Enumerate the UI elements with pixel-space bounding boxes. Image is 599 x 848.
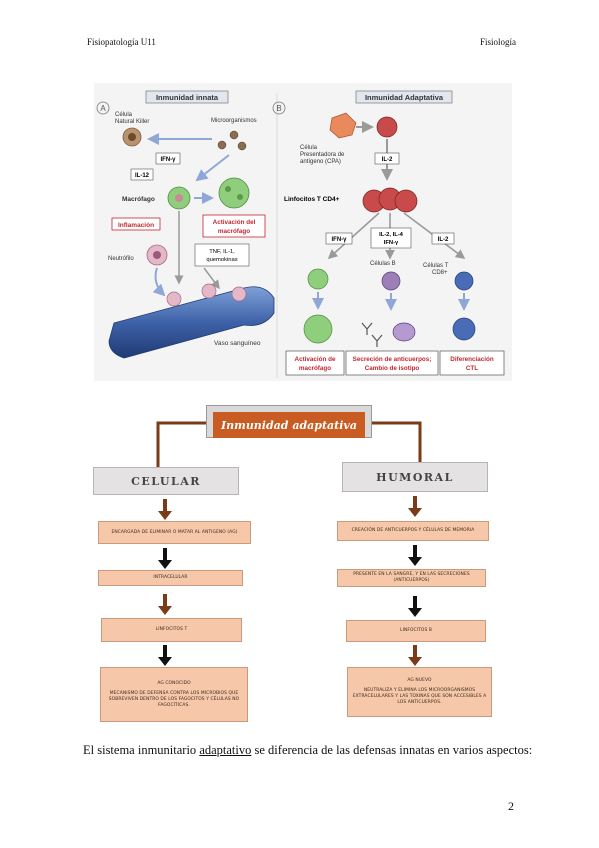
out2-label-2: Cambio de isotipo xyxy=(365,365,420,372)
humoral-label: HUMORAL xyxy=(342,462,488,492)
flowchart-connectors xyxy=(156,421,422,666)
out1-label-1: Activación de xyxy=(295,356,336,363)
cd8-cell-icon xyxy=(454,271,474,291)
flowchart-title: Inmunidad adaptativa xyxy=(213,412,365,438)
cd4-cells-icon xyxy=(362,187,418,213)
sentence-before: El sistema inmunitario xyxy=(83,743,200,757)
panel-b: B Inmunidad Adaptativa Célula Presentado… xyxy=(272,90,505,376)
out1-label-2: macrófago xyxy=(299,365,331,372)
header-right: Fisiología xyxy=(479,37,516,47)
panel-a: A Inmunidad innata Célula Natural Killer… xyxy=(96,90,275,359)
cytokines-label-1: TNF, IL-1, xyxy=(209,249,235,255)
apc-label-3: antígeno (CPA) xyxy=(300,159,341,165)
sentence-underlined: adaptativo xyxy=(199,743,252,757)
cd4-label: Linfocitos T CD4+ xyxy=(284,196,340,203)
flow-arrows xyxy=(158,496,422,666)
panel-b-letter-circle xyxy=(272,101,286,115)
tcells-label-2: CD8+ xyxy=(432,270,448,276)
out3-label-1: Diferenciación xyxy=(450,356,494,363)
b-cell-icon xyxy=(381,271,401,291)
cellular-box-1: ENCARGADA DE ELIMINAR O MATAR AL ANTIGEN… xyxy=(98,521,251,544)
plasma-cell-icon xyxy=(392,322,416,342)
humoral-box-1: CREACIÓN DE ANTICUERPOS Y CÉLULAS DE MEM… xyxy=(337,521,489,541)
il-multi-label-2: IFN-γ xyxy=(384,240,399,246)
inflammation-label: Inflamación xyxy=(118,222,154,229)
activated-macrophage-icon xyxy=(218,177,250,209)
immunity-figure: A Inmunidad innata Célula Natural Killer… xyxy=(94,83,512,381)
cellular-label: CELULAR xyxy=(93,467,239,495)
microbe-icons xyxy=(217,130,247,151)
activation-label-2: macrófago xyxy=(218,228,250,235)
header-left: Fisiopatología U11 xyxy=(87,37,156,47)
blood-vessel-icon xyxy=(108,283,275,359)
il-multi-label-1: IL-2, IL-4 xyxy=(379,232,404,238)
microorganisms-label: Microorganismos xyxy=(211,118,257,124)
il2b-label: IL-2 xyxy=(438,237,449,243)
cellular-box-4: AG CONOCIDO MECANISMO DE DEFENSA CONTRA … xyxy=(100,667,248,722)
body-sentence: El sistema inmunitario adaptativo se dif… xyxy=(83,743,532,758)
ctl-icon xyxy=(452,317,476,341)
apc-icon xyxy=(329,112,357,139)
immunity-diagram: A Inmunidad innata Célula Natural Killer… xyxy=(96,90,505,378)
macrophage-label: Macrófago xyxy=(122,196,155,203)
neutrophil-label: Neutrófilo xyxy=(108,256,134,262)
ifn-label-b: IFN-γ xyxy=(332,237,348,243)
ifn-label-a: IFN-γ xyxy=(161,157,177,163)
cellular-box-3: LINFOCITOS T xyxy=(101,618,242,642)
bcells-label: Células B xyxy=(370,261,396,267)
panel-b-title: Inmunidad Adaptativa xyxy=(365,93,444,102)
activated-macrophage-b-icon xyxy=(303,314,333,344)
out2-label-1: Secreción de anticuerpos; xyxy=(353,356,432,363)
cellular-box-4-text: MECANISMO DE DEFENSA CONTRA LOS MICROBIO… xyxy=(108,690,240,708)
antibodies-icon xyxy=(361,322,383,347)
humoral-box-2: PRESENTE EN LA SANGRE, Y EN LAS SECRECIO… xyxy=(337,569,486,587)
panel-a-title: Inmunidad innata xyxy=(156,93,219,102)
panel-b-letter: B xyxy=(276,104,281,113)
humoral-box-4: AG NUEVO NEUTRALIZA Y ELIMINA LOS MICROO… xyxy=(347,667,492,717)
humoral-box-4-title: AG NUEVO xyxy=(407,678,432,683)
vessel-label: Vaso sanguíneo xyxy=(214,340,261,347)
apc-label-2: Presentadora de xyxy=(300,152,345,158)
il12-label: IL-12 xyxy=(135,173,150,179)
panel-a-letter: A xyxy=(100,104,106,113)
il2-label-b: IL-2 xyxy=(382,157,393,163)
cytokines-label-2: quemokinas xyxy=(206,257,237,263)
humoral-box-3: LINFOCITOS B xyxy=(346,620,486,642)
tcells-label-1: Células T xyxy=(423,263,449,269)
macrophage-b-icon xyxy=(307,268,329,290)
panel-a-letter-circle xyxy=(96,101,110,115)
nk-cell-label-1: Célula xyxy=(115,112,133,118)
humoral-box-4-text: NEUTRALIZA Y ELIMINA LOS MICROORGANISMOS… xyxy=(352,688,487,705)
out3-label-2: CTL xyxy=(466,365,478,372)
page-number: 2 xyxy=(508,799,514,813)
nk-cell-label-2: Natural Killer xyxy=(115,119,149,125)
sentence-after: se diferencia de las defensas innatas en… xyxy=(251,743,533,757)
apc-label-1: Célula xyxy=(300,145,318,151)
activation-label-1: Activación del xyxy=(213,219,256,226)
cellular-box-4-title: AG CONOCIDO xyxy=(157,680,191,686)
cellular-box-2: INTRACELULAR xyxy=(98,570,243,586)
t-cell-icon xyxy=(376,116,398,138)
